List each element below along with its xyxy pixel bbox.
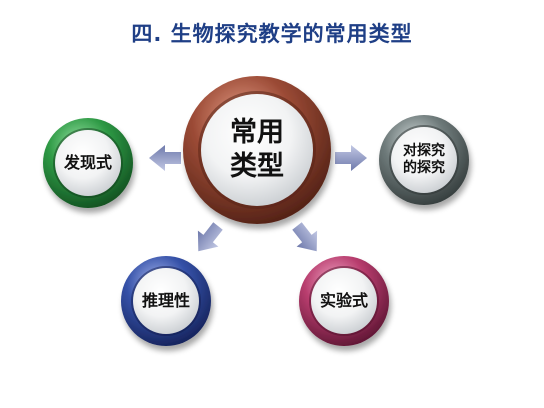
label-tuili: 推理性	[141, 291, 190, 311]
arrow-down-right	[286, 217, 327, 260]
node-shiyan	[299, 256, 389, 346]
arrow-right	[335, 145, 367, 171]
center-node	[183, 76, 331, 224]
center-label-line2: 类型	[230, 151, 284, 182]
node-tuili	[121, 256, 211, 346]
label-duitanjiu-line1: 对探究	[403, 143, 445, 160]
arrow-down-left	[188, 217, 229, 260]
label-shiyan: 实验式	[319, 291, 368, 311]
node-duitanjiu	[379, 115, 469, 205]
label-duitanjiu-line2: 的探究	[403, 160, 445, 176]
center-label: 常用 类型	[207, 100, 307, 200]
page-title: 四. 生物探究教学的常用类型	[131, 22, 413, 46]
label-faxian: 发现式	[63, 153, 112, 173]
center-label-line1: 常用	[230, 117, 284, 149]
node-faxian	[43, 118, 133, 208]
arrow-left	[149, 145, 181, 171]
label-duitanjiu: 对探究 的探究	[394, 138, 454, 182]
